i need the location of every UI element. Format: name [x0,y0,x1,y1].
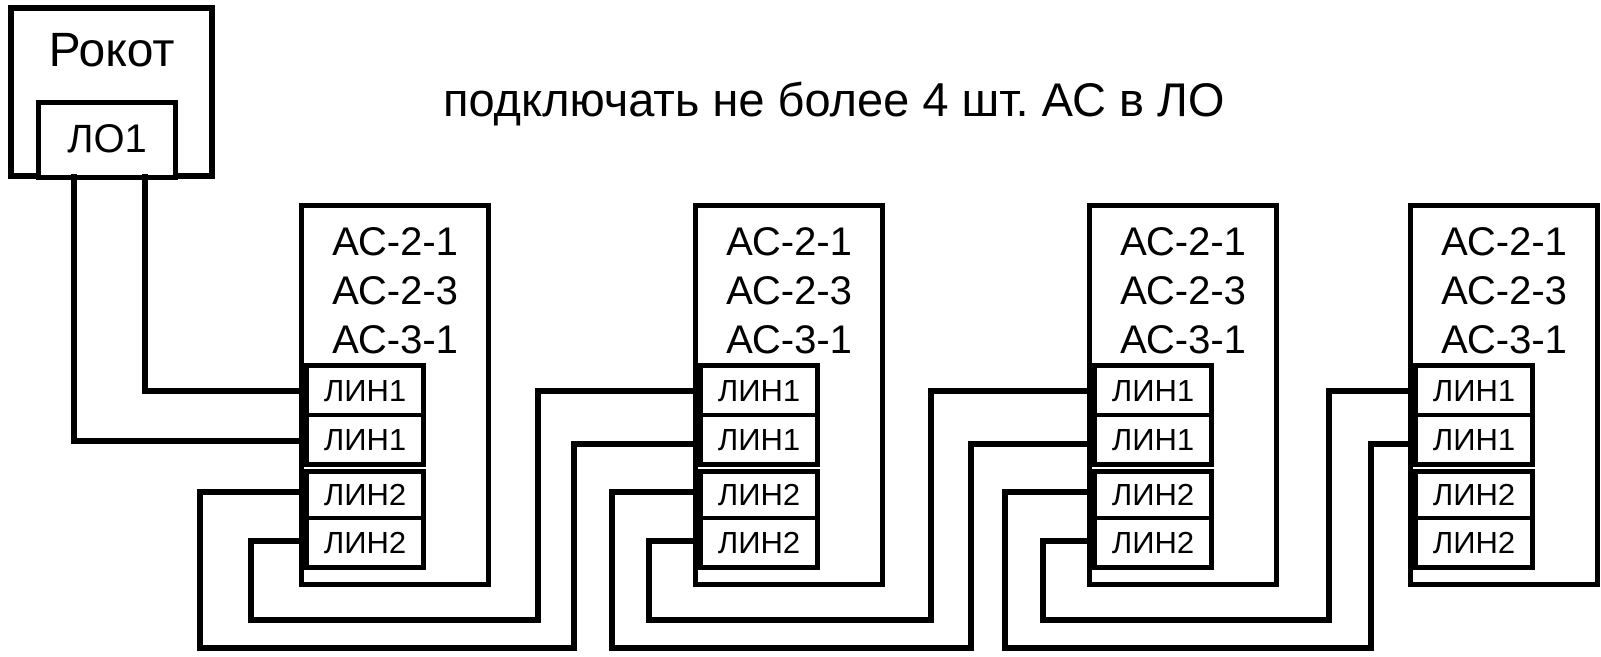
terminal-lin1-a: ЛИН1 [703,368,815,413]
wire-segment [248,617,541,623]
speaker-model: АС-2-3 [726,269,852,313]
wire-segment [1040,538,1097,544]
speaker-model: АС-3-1 [1120,318,1246,362]
speaker-model-list: АС-2-1 АС-2-3 АС-3-1 [304,208,486,365]
wire-segment [968,441,1097,447]
terminal-divider [1097,516,1209,520]
terminal-group-lin2: ЛИН2 ЛИН2 [1413,469,1535,570]
source-output-box: ЛО1 [36,100,178,180]
terminal-divider [703,516,815,520]
wire-segment [571,441,703,447]
wire-segment [928,388,934,623]
terminal-divider [309,413,421,417]
wire-segment [142,388,309,394]
speaker-box-3: АС-2-1 АС-2-3 АС-3-1 ЛИН1 ЛИН1 ЛИН2 ЛИН2 [1087,203,1279,587]
source-device-box: Рокот ЛО1 [8,5,215,180]
source-device-label: Рокот [48,24,175,77]
wire-segment [71,438,309,444]
terminal-divider [1418,516,1530,520]
terminal-divider [1097,413,1209,417]
wire-segment [646,538,703,544]
wire-segment [197,489,309,495]
terminal-lin2-b: ЛИН2 [1097,520,1209,565]
wire-segment [248,538,309,544]
terminal-divider [1418,413,1530,417]
terminal-divider [703,413,815,417]
speaker-model: АС-2-1 [332,220,458,264]
source-output-label: ЛО1 [67,117,147,161]
wire-segment [1040,617,1332,623]
speaker-model-list: АС-2-1 АС-2-3 АС-3-1 [698,208,880,365]
terminal-lin2-b: ЛИН2 [703,520,815,565]
terminal-block: ЛИН1 ЛИН1 ЛИН2 ЛИН2 [1413,363,1535,570]
wire-segment [142,174,148,394]
wire-segment [928,388,1097,394]
speaker-model: АС-2-3 [1120,269,1246,313]
speaker-model-list: АС-2-1 АС-2-3 АС-3-1 [1092,208,1274,365]
terminal-group-lin1: ЛИН1 ЛИН1 [304,363,426,467]
speaker-box-2: АС-2-1 АС-2-3 АС-3-1 ЛИН1 ЛИН1 ЛИН2 ЛИН2 [693,203,885,587]
wire-segment [1368,441,1418,447]
speaker-model: АС-3-1 [332,318,458,362]
speaker-model: АС-3-1 [726,318,852,362]
terminal-group-lin1: ЛИН1 ЛИН1 [1092,363,1214,467]
wire-segment [646,617,934,623]
wire-segment [609,489,615,651]
terminal-group-lin2: ЛИН2 ЛИН2 [1092,469,1214,570]
wire-segment [609,645,974,651]
terminal-lin2-a: ЛИН2 [1097,474,1209,516]
wire-segment [1368,441,1374,651]
terminal-divider [309,516,421,520]
wire-segment [1002,489,1008,651]
terminal-lin2-a: ЛИН2 [1418,474,1530,516]
terminal-group-lin2: ЛИН2 ЛИН2 [304,469,426,570]
terminal-lin2-a: ЛИН2 [703,474,815,516]
wire-segment [968,441,974,651]
wire-segment [535,388,703,394]
terminal-group-lin1: ЛИН1 ЛИН1 [1413,363,1535,467]
speaker-box-4: АС-2-1 АС-2-3 АС-3-1 ЛИН1 ЛИН1 ЛИН2 ЛИН2 [1408,203,1600,587]
terminal-lin1-b: ЛИН1 [1097,417,1209,462]
wire-segment [535,388,541,623]
wire-segment [1002,645,1374,651]
wire-segment [609,489,703,495]
wire-segment [646,538,652,623]
terminal-group-lin1: ЛИН1 ЛИН1 [698,363,820,467]
wire-segment [1040,538,1046,623]
speaker-model-list: АС-2-1 АС-2-3 АС-3-1 [1413,208,1595,365]
wire-segment [197,645,577,651]
terminal-lin1-b: ЛИН1 [309,417,421,462]
speaker-model: АС-2-1 [726,220,852,264]
terminal-lin2-a: ЛИН2 [309,474,421,516]
wire-segment [248,538,254,623]
speaker-model: АС-3-1 [1441,318,1567,362]
diagram-title: подключать не более 4 шт. АС в ЛО [443,73,1225,126]
terminal-block: ЛИН1 ЛИН1 ЛИН2 ЛИН2 [1092,363,1214,570]
terminal-block: ЛИН1 ЛИН1 ЛИН2 ЛИН2 [698,363,820,570]
speaker-model: АС-2-1 [1120,220,1246,264]
terminal-lin1-a: ЛИН1 [1097,368,1209,413]
terminal-block: ЛИН1 ЛИН1 ЛИН2 ЛИН2 [304,363,426,570]
terminal-lin1-a: ЛИН1 [309,368,421,413]
wire-segment [571,441,577,651]
wire-segment [1326,388,1332,623]
wire-segment [197,489,203,651]
speaker-model: АС-2-3 [332,269,458,313]
speaker-box-1: АС-2-1 АС-2-3 АС-3-1 ЛИН1 ЛИН1 ЛИН2 ЛИН2 [299,203,491,587]
terminal-lin1-a: ЛИН1 [1418,368,1530,413]
terminal-group-lin2: ЛИН2 ЛИН2 [698,469,820,570]
wire-segment [71,174,77,444]
speaker-model: АС-2-3 [1441,269,1567,313]
wire-segment [1326,388,1418,394]
terminal-lin2-b: ЛИН2 [1418,520,1530,565]
terminal-lin2-b: ЛИН2 [309,520,421,565]
terminal-lin1-b: ЛИН1 [703,417,815,462]
speaker-model: АС-2-1 [1441,220,1567,264]
terminal-lin1-b: ЛИН1 [1418,417,1530,462]
wire-segment [1002,489,1097,495]
